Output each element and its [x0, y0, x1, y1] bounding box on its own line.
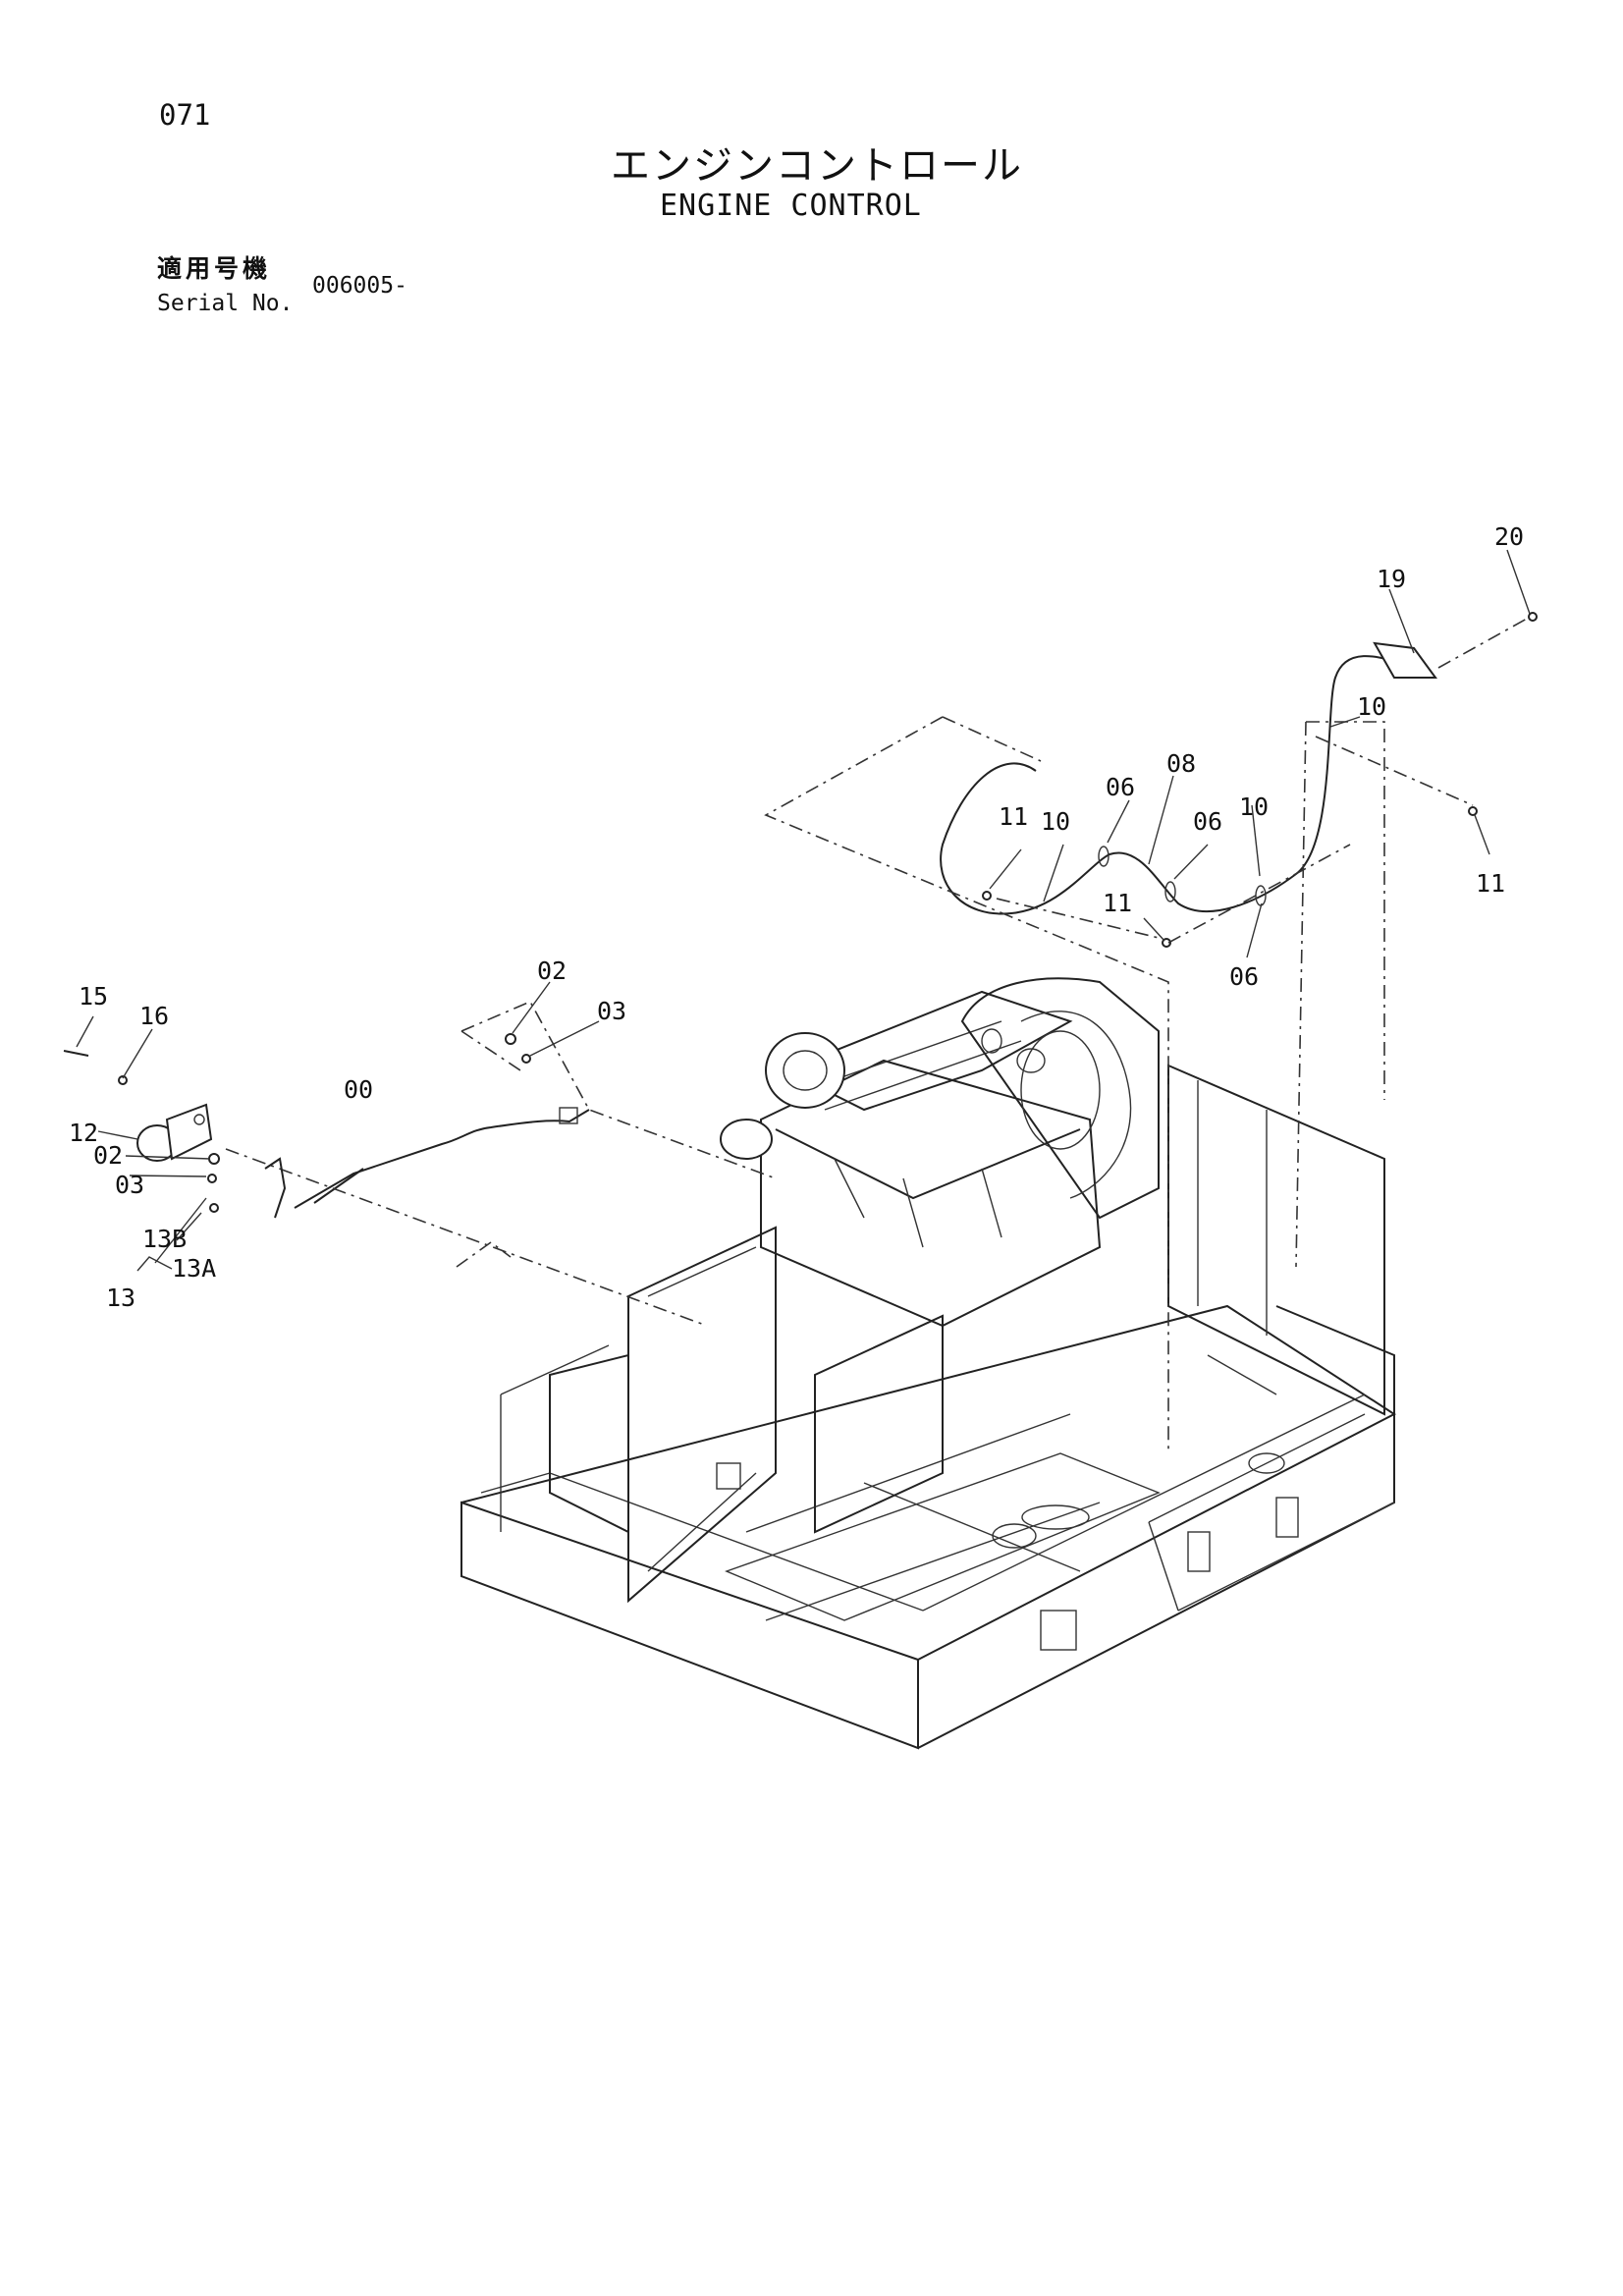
throttle-cable-assembly [63, 1000, 777, 1327]
callout-10-right: 10 [1357, 692, 1386, 721]
callout-08: 08 [1166, 749, 1196, 778]
callout-06-lower: 06 [1229, 962, 1259, 991]
engine-block [720, 977, 1160, 1328]
callout-10-mid: 10 [1239, 793, 1269, 821]
callout-16: 16 [139, 1002, 169, 1030]
serial-number-value: 006005- [312, 273, 407, 299]
page-number: 071 [159, 98, 211, 132]
callout-15: 15 [79, 982, 108, 1011]
callout-13: 13 [106, 1284, 135, 1312]
left-side-panels [500, 1226, 944, 1604]
right-side-panels [1167, 1064, 1395, 1416]
callout-03-left: 03 [115, 1171, 144, 1199]
callout-12: 12 [69, 1119, 98, 1147]
callout-13b: 13B [142, 1225, 187, 1253]
callout-11-mid: 11 [1103, 889, 1132, 917]
callout-02-top: 02 [537, 957, 567, 985]
callout-03-top: 03 [597, 997, 626, 1025]
stop-cable-assembly [764, 612, 1538, 1453]
serial-label-japanese: 適用号機 [157, 254, 272, 283]
callout-06-left: 06 [1106, 773, 1135, 801]
callout-13a: 13A [172, 1254, 216, 1283]
callout-20: 20 [1494, 522, 1524, 551]
title-japanese: エンジンコントロール [611, 143, 1023, 189]
title-english: ENGINE CONTROL [660, 189, 922, 223]
callout-19: 19 [1377, 565, 1406, 593]
callout-02-left: 02 [93, 1141, 123, 1170]
callout-00: 00 [344, 1075, 373, 1104]
base-frame [460, 1304, 1396, 1750]
callout-labels: 00 02 03 02 03 12 13B 13A 13 15 16 20 19… [69, 522, 1524, 1312]
callout-06-mid: 06 [1193, 807, 1222, 836]
callout-10-left: 10 [1041, 807, 1070, 836]
callout-11-left: 11 [999, 802, 1028, 831]
serial-label-english: Serial No. [157, 291, 294, 316]
leader-lines [76, 549, 1531, 1272]
callout-11-right: 11 [1476, 869, 1505, 898]
